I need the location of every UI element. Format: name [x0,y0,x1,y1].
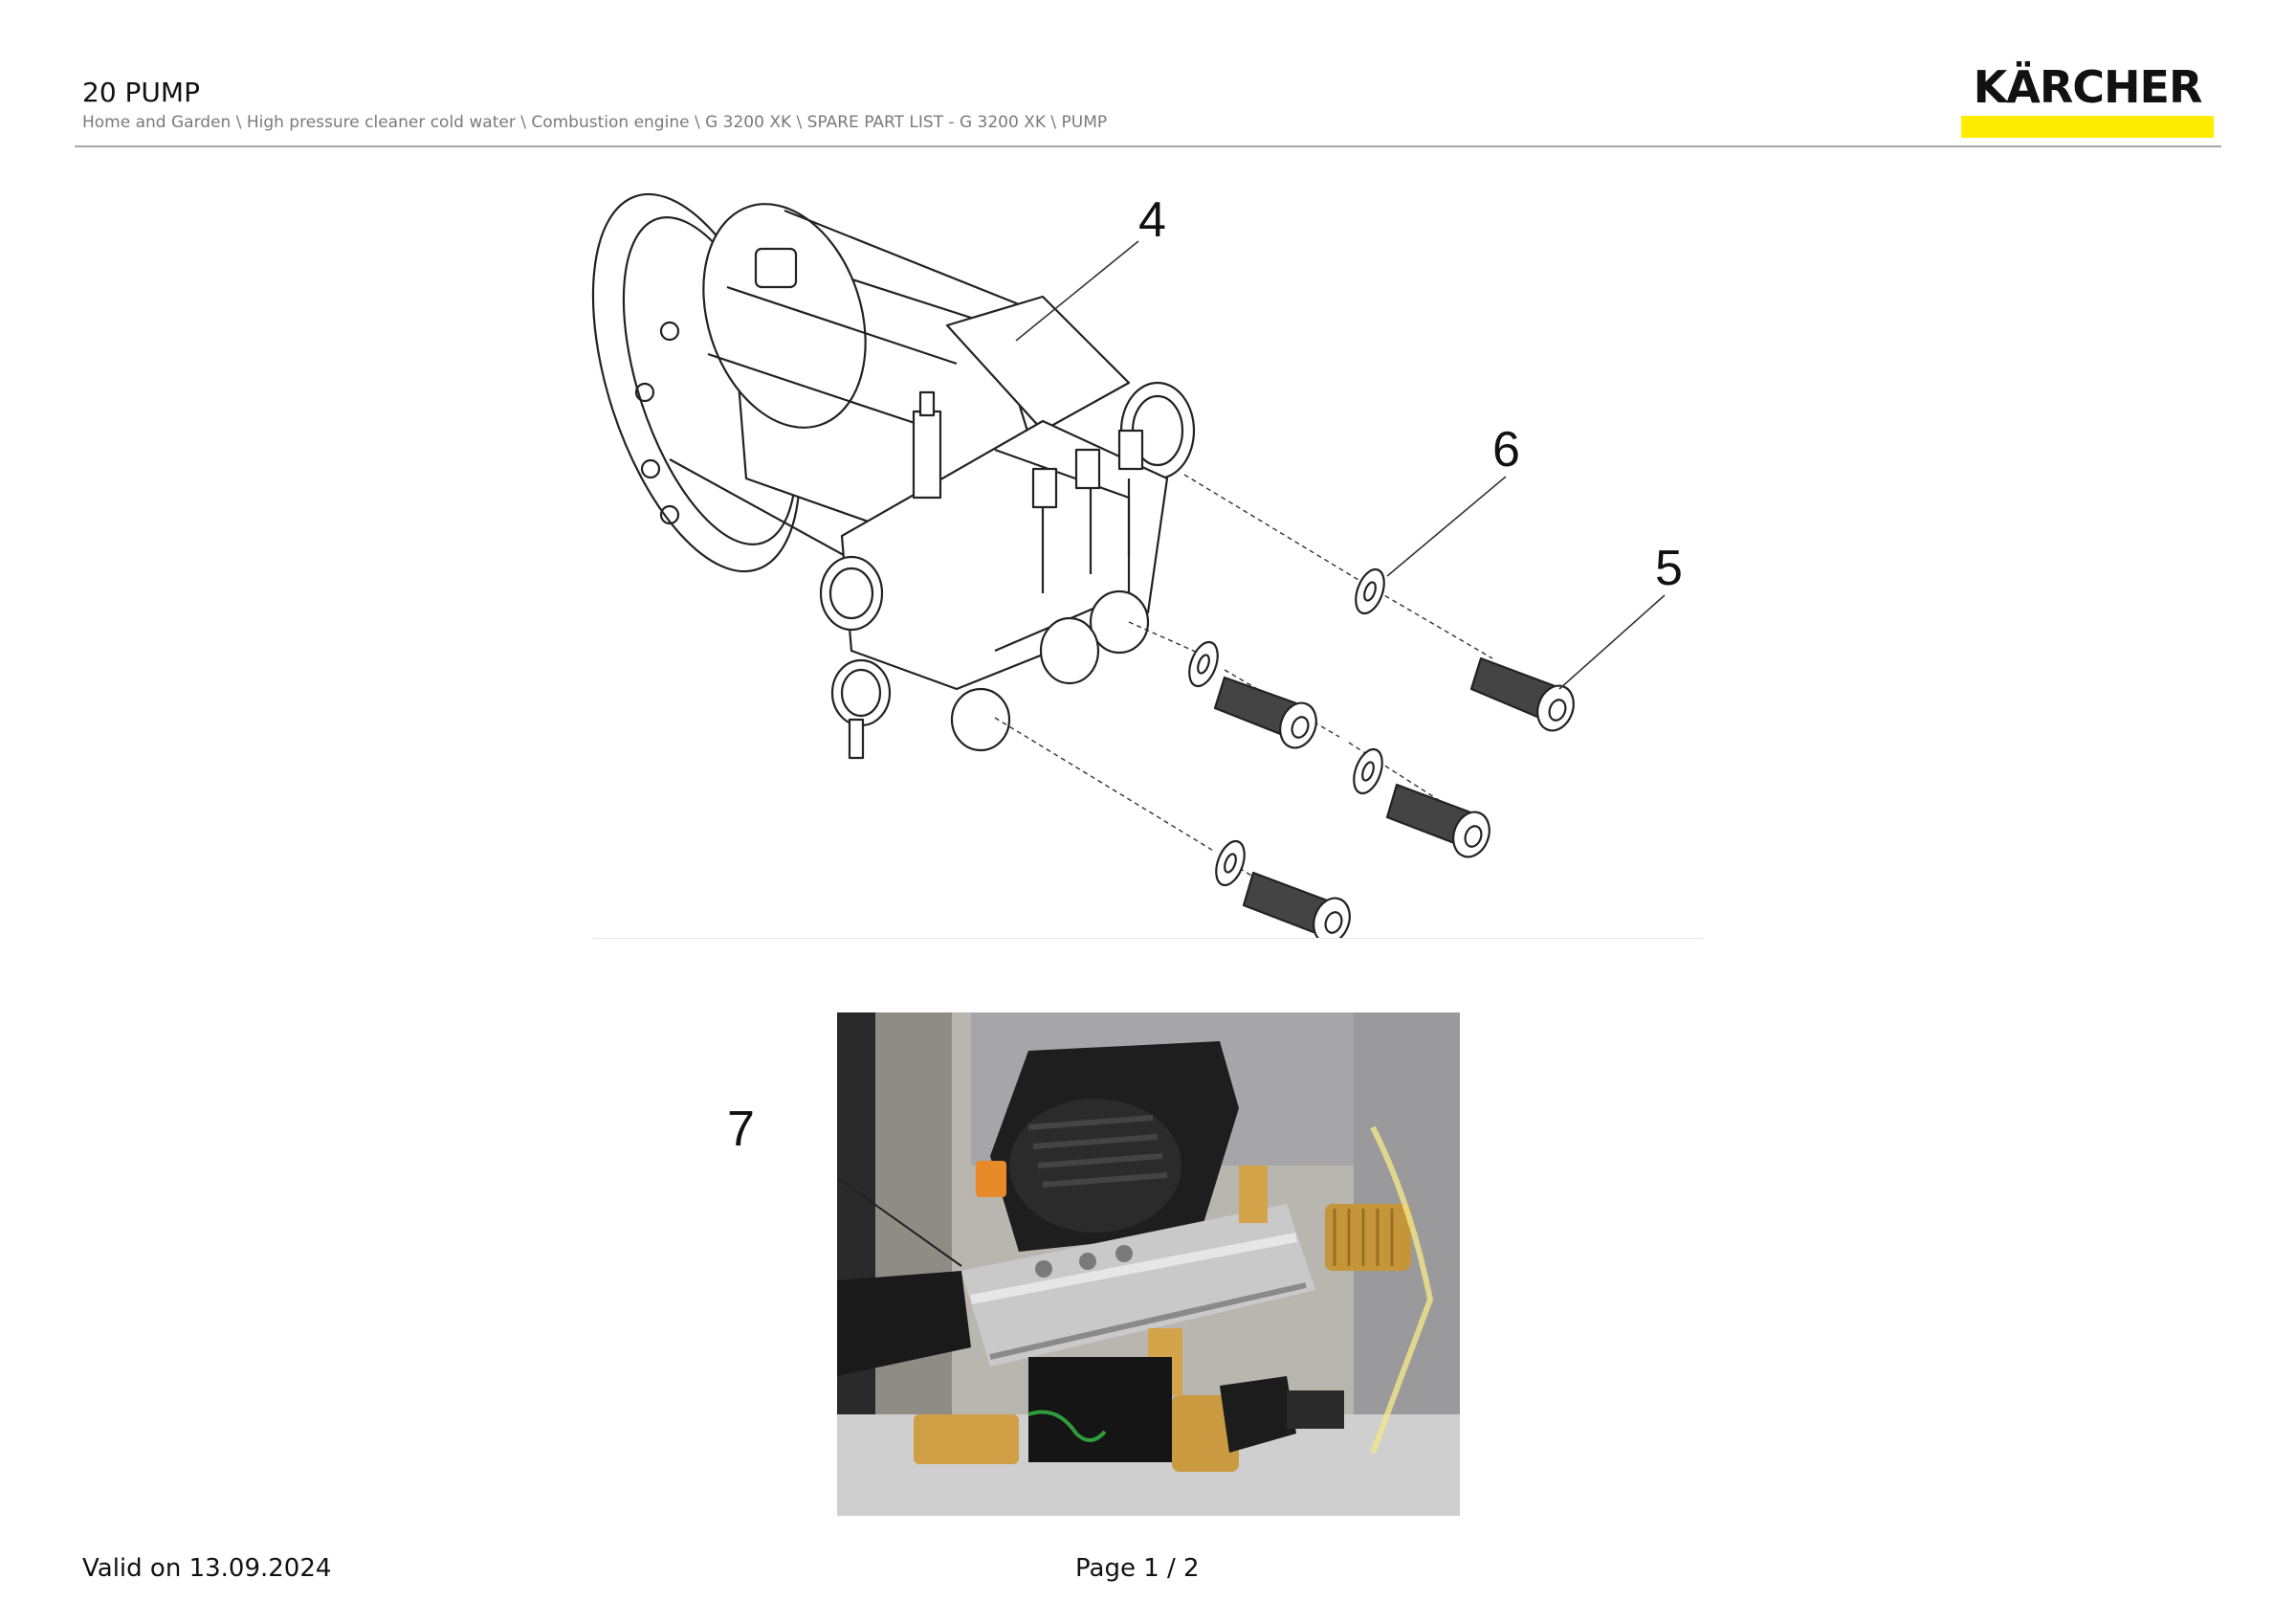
callout-4: 4 [1138,192,1166,248]
drawing-baseline [593,938,1703,939]
page-title: 20 PUMP [82,77,200,108]
footer-valid-date: Valid on 13.09.2024 [82,1554,332,1583]
leader-lines [1015,240,1666,690]
pump-exploded-drawing [591,192,1666,938]
header-divider [75,145,2221,147]
footer-page-number: Page 1 / 2 [1075,1554,1200,1583]
logo-yellow-bar [1961,116,2214,138]
pump-manifold [819,390,1169,760]
pump-crankcase [669,203,1196,566]
callout-6: 6 [1492,422,1520,478]
pump-photo [837,1012,1460,1516]
logo-wordmark: KÄRCHER [1973,61,2203,113]
spring-washers [1188,567,1385,887]
breadcrumb: Home and Garden \ High pressure cleaner … [82,113,1108,132]
callout-7: 7 [727,1101,755,1157]
socket-head-screws [1213,656,1575,938]
callout-5: 5 [1655,541,1683,596]
karcher-logo: KÄRCHER [1961,63,2214,138]
